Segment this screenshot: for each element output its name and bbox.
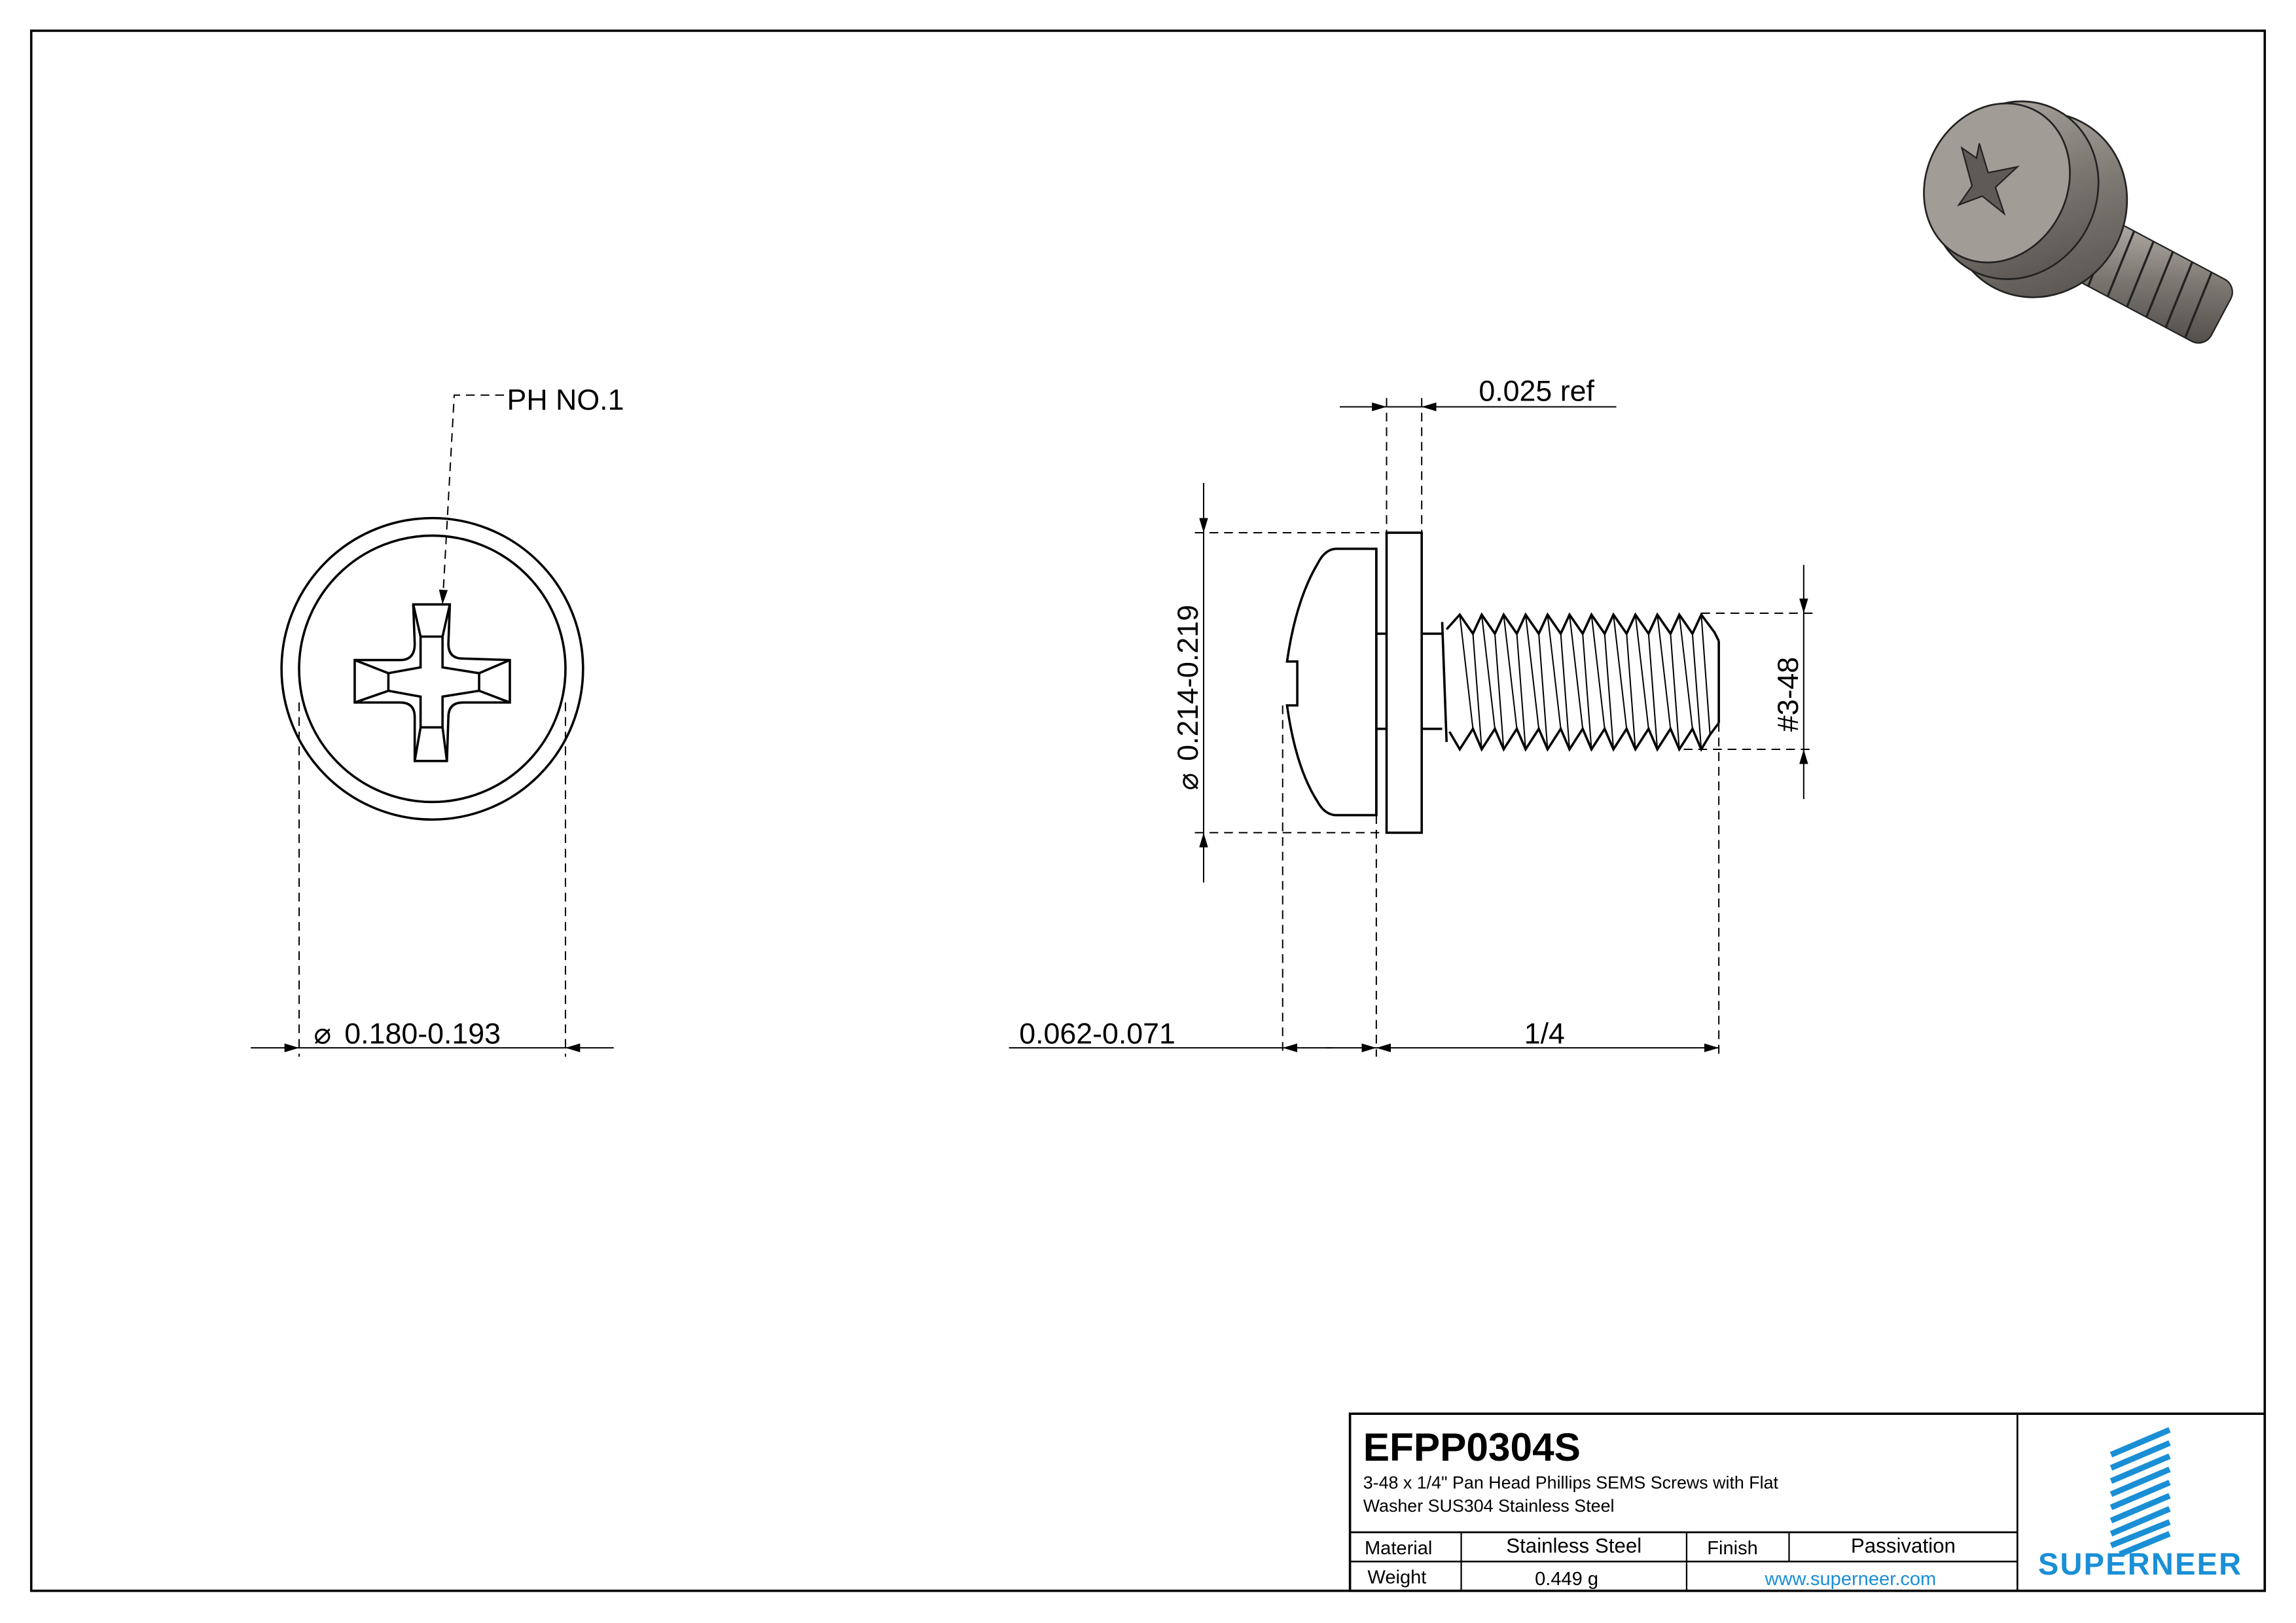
dim-washer-thickness: 0.025 ref [1479,376,1594,408]
weight-label: Weight [1367,1567,1426,1588]
washer-outline [280,516,584,821]
diameter-symbol-icon: ⌀ [1172,773,1204,791]
diameter-symbol-icon: ⌀ [314,1018,331,1050]
material-value: Stainless Steel [1506,1535,1641,1558]
weight-value: 0.449 g [1535,1569,1598,1590]
title-block: EFPP0304S 3-48 x 1/4" Pan Head Phillips … [1348,1412,2267,1592]
front-view: PH NO.1 ⌀ 0.180-0.193 [251,384,624,1057]
dim-head-height: 0.062-0.071 [1019,1018,1175,1050]
website-link[interactable]: www.superneer.com [1765,1569,1937,1590]
phillips-recess-icon [353,603,511,762]
thread-body [1441,612,1720,752]
phillips-cross-icon [1956,143,2020,216]
dim-washer-diameter: 0.214-0.219 [1172,605,1204,761]
dim-diameter-value: 0.180-0.193 [344,1018,501,1050]
flat-washer [1385,531,1423,834]
head-outline [298,534,567,804]
finish-label: Finish [1707,1538,1758,1559]
description-line1: 3-48 x 1/4" Pan Head Phillips SEMS Screw… [1363,1472,1779,1492]
sheet-border [29,29,2267,1592]
pan-head-profile [1285,547,1378,817]
superneer-logo-icon [2109,1427,2171,1558]
brand-name: SUPERNEER [2038,1546,2242,1581]
callout-ph-no1: PH NO.1 [507,384,624,416]
render-3d-screw [1923,100,2233,344]
dim-thread-size: #3-48 [1772,657,1804,732]
part-number: EFPP0304S [1363,1425,1581,1469]
material-label: Material [1365,1538,1432,1559]
finish-value: Passivation [1851,1535,1956,1558]
description-line2: Washer SUS304 Stainless Steel [1363,1496,1615,1516]
callout-leader [439,394,505,605]
dim-length: 1/4 [1524,1018,1565,1050]
side-view: 0.025 ref ⌀ 0.214-0.219 #3-48 0.062-0.07… [1009,376,1813,1057]
